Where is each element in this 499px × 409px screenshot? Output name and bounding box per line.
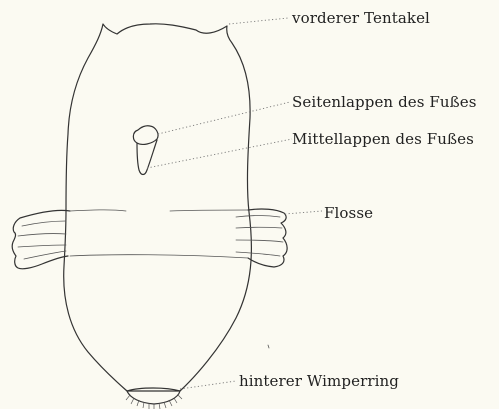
speck (268, 345, 269, 348)
label-flosse: Flosse (324, 205, 373, 221)
left-fin (12, 210, 70, 268)
foot-middle-lobe (137, 140, 157, 175)
right-fin (248, 209, 287, 267)
right-fin-ray-3 (236, 240, 283, 242)
label-wimperring: hinterer Wimperring (239, 373, 399, 389)
label-vorderer-tentakel: vorderer Tentakel (292, 10, 430, 26)
left-fin-ray-3 (18, 245, 66, 247)
leader-vorderer-tentakel (229, 18, 288, 24)
ventral-line-right (170, 210, 248, 211)
label-mittellappen: Mittellappen des Fußes (292, 131, 474, 147)
left-fin-ray-2 (18, 234, 66, 236)
label-seitenlappen: Seitenlappen des Fußes (292, 94, 477, 110)
right-fin-ray-2 (236, 227, 282, 228)
leader-seitenlappen (158, 102, 290, 134)
cilia-hairs (126, 395, 182, 409)
leader-flosse (285, 211, 322, 214)
leader-mittellappen (147, 139, 292, 168)
ventral-line-lower (70, 255, 248, 258)
ventral-line-left (70, 210, 126, 211)
right-fin-ray-1 (236, 216, 280, 218)
foot-side-lobe (133, 126, 158, 145)
left-fin-ray-1 (22, 221, 66, 226)
right-fin-ray-4 (236, 252, 280, 256)
body-outline (64, 24, 252, 391)
